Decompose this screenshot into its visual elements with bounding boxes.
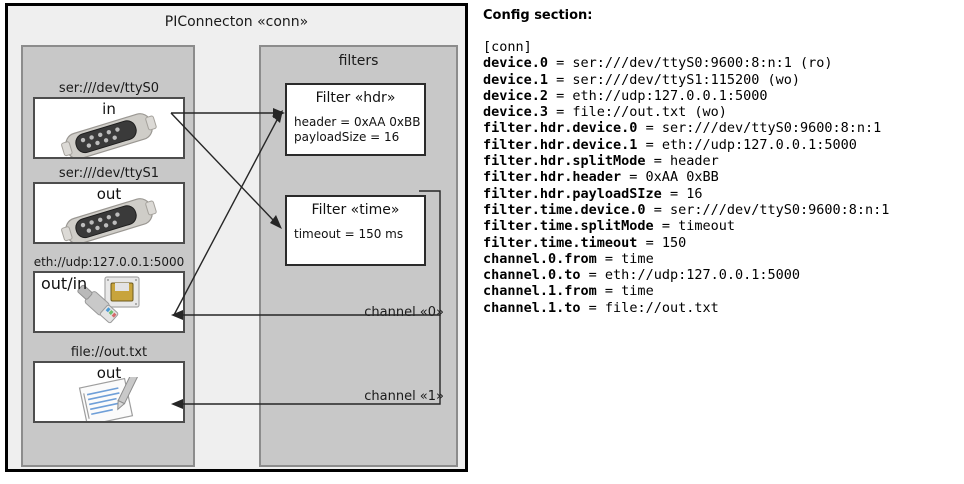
device-box[interactable]: out/in bbox=[33, 271, 185, 333]
config-line: filter.time.splitMode = timeout bbox=[483, 218, 953, 234]
ethernet-jack-icon bbox=[77, 276, 140, 324]
config-key: device.2 bbox=[483, 87, 549, 104]
device-label: ser:///dev/ttyS0 bbox=[58, 81, 160, 96]
filter-property: timeout = 150 ms bbox=[294, 227, 404, 241]
device-file-out[interactable]: file://out.txt out bbox=[33, 344, 185, 423]
config-key: filter.time.device.0 bbox=[483, 201, 646, 218]
config-line: filter.hdr.header = 0xAA 0xBB bbox=[483, 169, 953, 185]
config-value: = ser:///dev/ttyS0:9600:8:n:1 (ro) bbox=[548, 55, 833, 72]
config-line: filter.hdr.payloadSIze = 16 bbox=[483, 186, 953, 202]
filter-properties: header = 0xAA 0xBB payloadSize = 16 bbox=[294, 115, 424, 145]
devices-panel: ser:///dev/ttyS0 in bbox=[21, 45, 195, 467]
config-key: filter.hdr.payloadSIze bbox=[483, 185, 662, 202]
config-line: [conn] bbox=[483, 39, 953, 55]
config-key: filter.time.splitMode bbox=[483, 218, 654, 235]
config-value: = timeout bbox=[653, 218, 735, 235]
config-value: = ser:///dev/ttyS1:115200 (wo) bbox=[548, 71, 800, 88]
device-direction: out bbox=[96, 364, 122, 382]
config-key: channel.0.to bbox=[483, 267, 581, 284]
config-value: = ser:///dev/ttyS0:9600:8:n:1 bbox=[637, 120, 882, 137]
device-label: ser:///dev/ttyS1 bbox=[58, 166, 160, 181]
config-line: channel.0.from = time bbox=[483, 251, 953, 267]
device-box[interactable]: out bbox=[33, 182, 185, 244]
device-direction: out/in bbox=[41, 274, 88, 293]
filter-properties: timeout = 150 ms bbox=[294, 227, 424, 242]
device-box[interactable]: in bbox=[33, 97, 185, 159]
config-value: = file://out.txt bbox=[580, 299, 719, 316]
config-line: filter.time.timeout = 150 bbox=[483, 235, 953, 251]
config-value: = 150 bbox=[637, 234, 687, 251]
serial-port-icon bbox=[61, 113, 157, 157]
config-key: channel.1.to bbox=[483, 299, 581, 316]
config-key: device.1 bbox=[483, 71, 549, 88]
filter-property: header = 0xAA 0xBB bbox=[294, 115, 421, 129]
config-line: channel.0.to = eth://udp:127.0.0.1:5000 bbox=[483, 267, 953, 283]
config-key: device.0 bbox=[483, 55, 549, 72]
device-label: file://out.txt bbox=[70, 345, 148, 360]
config-line: filter.hdr.device.0 = ser:///dev/ttyS0:9… bbox=[483, 120, 953, 136]
config-value: = 16 bbox=[661, 185, 703, 202]
config-key: channel.0.from bbox=[483, 250, 597, 267]
channel-0-label: channel «0» bbox=[364, 305, 444, 320]
config-value: = eth://udp:127.0.0.1:5000 bbox=[637, 136, 857, 153]
config-key: channel.1.from bbox=[483, 283, 597, 300]
text-file-icon bbox=[78, 377, 141, 421]
config-line: filter.hdr.device.1 = eth://udp:127.0.0.… bbox=[483, 137, 953, 153]
config-key: filter.hdr.device.1 bbox=[483, 136, 638, 153]
config-key: filter.hdr.device.0 bbox=[483, 120, 638, 137]
filter-title: Filter «hdr» bbox=[315, 90, 396, 106]
filter-time-box[interactable]: Filter «time» timeout = 150 ms bbox=[285, 195, 426, 266]
config-value: = eth://udp:127.0.0.1:5000 bbox=[580, 267, 800, 284]
filter-title: Filter «time» bbox=[311, 202, 400, 218]
connection-diagram: PIConnecton «conn» ser:///dev/ttyS0 in bbox=[5, 3, 468, 472]
filter-property: payloadSize = 16 bbox=[294, 130, 400, 144]
device-label: eth://udp:127.0.0.1:5000 bbox=[33, 255, 185, 269]
config-value: = 0xAA 0xBB bbox=[621, 169, 719, 186]
config-line: device.0 = ser:///dev/ttyS0:9600:8:n:1 (… bbox=[483, 55, 953, 71]
config-value: = time bbox=[596, 283, 654, 300]
config-value: = file://out.txt (wo) bbox=[548, 104, 727, 121]
config-value: = eth://udp:127.0.0.1:5000 bbox=[548, 87, 768, 104]
device-box[interactable]: out bbox=[33, 361, 185, 423]
device-direction: in bbox=[102, 100, 116, 118]
config-value: = time bbox=[596, 250, 654, 267]
config-line: device.2 = eth://udp:127.0.0.1:5000 bbox=[483, 88, 953, 104]
config-line: filter.hdr.splitMode = header bbox=[483, 153, 953, 169]
channel-1-label: channel «1» bbox=[364, 389, 444, 404]
config-section: Config section: [conn]device.0 = ser:///… bbox=[483, 8, 953, 316]
config-line: channel.1.from = time bbox=[483, 283, 953, 299]
config-line: filter.time.device.0 = ser:///dev/ttyS0:… bbox=[483, 202, 953, 218]
device-eth-udp[interactable]: eth://udp:127.0.0.1:5000 out/in bbox=[33, 254, 185, 333]
device-ser-ttyS0[interactable]: ser:///dev/ttyS0 in bbox=[33, 80, 185, 159]
filter-hdr-box[interactable]: Filter «hdr» header = 0xAA 0xBB payloadS… bbox=[285, 83, 426, 156]
filters-panel: filters Filter «hdr» header = 0xAA 0xBB … bbox=[259, 45, 458, 467]
config-value: = ser:///dev/ttyS0:9600:8:n:1 bbox=[645, 201, 890, 218]
config-key: device.3 bbox=[483, 104, 549, 121]
config-value: = header bbox=[645, 153, 719, 170]
config-key: filter.hdr.splitMode bbox=[483, 153, 646, 170]
filters-panel-title: filters bbox=[338, 53, 379, 69]
config-line: device.1 = ser:///dev/ttyS1:115200 (wo) bbox=[483, 72, 953, 88]
device-direction: out bbox=[96, 185, 122, 203]
config-key: filter.hdr.header bbox=[483, 169, 622, 186]
config-value: [conn] bbox=[483, 39, 532, 55]
config-lines: [conn]device.0 = ser:///dev/ttyS0:9600:8… bbox=[483, 39, 953, 316]
config-line: channel.1.to = file://out.txt bbox=[483, 300, 953, 316]
config-key: filter.time.timeout bbox=[483, 234, 638, 251]
device-ser-ttyS1[interactable]: ser:///dev/ttyS1 out bbox=[33, 165, 185, 244]
config-line: device.3 = file://out.txt (wo) bbox=[483, 104, 953, 120]
serial-port-icon bbox=[61, 198, 157, 242]
config-heading: Config section: bbox=[483, 8, 593, 23]
diagram-title: PIConnecton «conn» bbox=[164, 14, 309, 30]
